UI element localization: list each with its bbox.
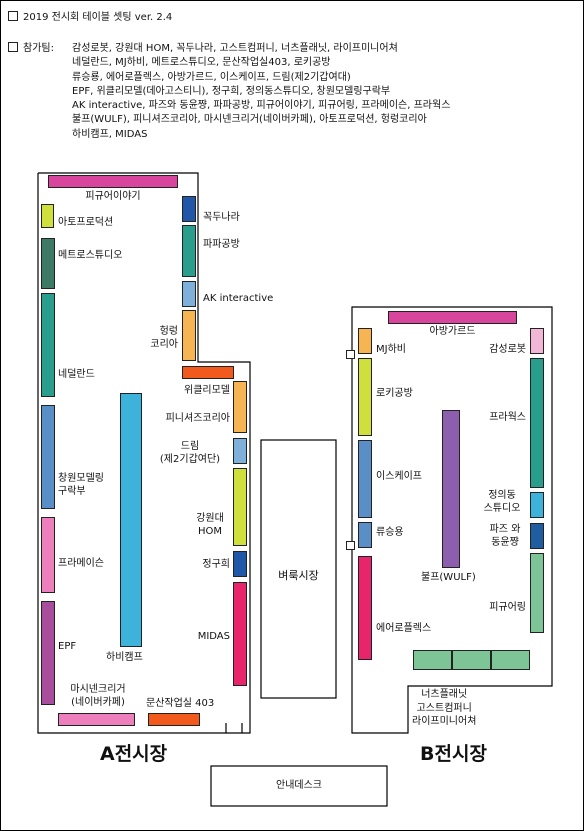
booth-gamsung xyxy=(530,328,544,354)
booth-label: 마시넨크리거 (네이버카페) xyxy=(70,684,126,708)
booth-pramason xyxy=(41,517,55,593)
checkbox-icon xyxy=(8,42,18,52)
booth-label: MIDAS xyxy=(197,631,230,642)
participants-header: 참가팀: xyxy=(8,42,54,56)
participants-list: 감성로봇, 강원대 HOM, 꼭두나라, 고스트컴퍼니, 너츠플래닛, 라이프미… xyxy=(72,42,577,142)
booth-ryu xyxy=(358,522,372,548)
hall-a-outline xyxy=(37,172,251,734)
booth-munsan xyxy=(148,713,200,726)
booth-praworks xyxy=(530,358,544,488)
booth-bottom-table-2 xyxy=(452,650,491,670)
participants-line: 하비캠프, MIDAS xyxy=(72,128,148,140)
booth-kangwon-hom xyxy=(233,468,247,546)
booth-figuring xyxy=(530,553,544,633)
booth-jeongui xyxy=(530,492,544,518)
booth-label: MJ하비 xyxy=(376,344,406,355)
title-row: 2019 전시회 테이블 셋팅 ver. 2.4 xyxy=(8,11,172,25)
booth-maschinen xyxy=(58,713,135,726)
booth-red-table xyxy=(182,366,234,379)
participants-line: 류승룡, 에어로플렉스, 아방가르드, 이스케이프, 드림(제2기갑여대) xyxy=(72,71,351,83)
booth-label: 피니셔즈코리아 xyxy=(165,413,230,424)
booth-label: 피규어이야기 xyxy=(85,191,141,202)
door-marker xyxy=(346,541,355,550)
page-title: 2019 전시회 테이블 셋팅 ver. 2.4 xyxy=(23,12,173,23)
participants-label: 참가팀: xyxy=(23,43,54,54)
booth-label: 문산작업실 403 xyxy=(146,698,215,709)
booth-kkokdu xyxy=(182,196,196,222)
booth-label: 강원대 HOM xyxy=(196,513,224,537)
booth-label: 네덜란드 xyxy=(58,369,95,380)
booth-label: 아토프로덕션 xyxy=(58,217,114,228)
booth-label: 불프(WULF) xyxy=(421,572,476,583)
booth-rocky xyxy=(358,358,372,436)
booth-weekly-model xyxy=(233,381,247,433)
participants-line: AK interactive, 파즈와 동윤쨩, 파파공방, 피규어이야기, 피… xyxy=(72,100,451,112)
booth-heongreong xyxy=(182,310,196,361)
booth-label: 헝렁 코리아 xyxy=(150,326,178,350)
booth-label: 아방가르드 xyxy=(429,326,476,337)
booth-bottom-table-3 xyxy=(491,650,530,670)
hall-b-outline xyxy=(351,306,553,734)
info-desk-outline xyxy=(210,765,388,807)
booth-label: 로키공방 xyxy=(376,388,413,399)
booth-label: 위클리모델 xyxy=(184,385,230,396)
booth-label: 창원모델링 구락부 xyxy=(58,473,104,497)
booth-hobby-camp xyxy=(120,393,142,647)
booth-bottom-table-1 xyxy=(413,650,452,670)
booth-atto-production xyxy=(41,204,54,228)
participants-line: EPF, 위클리모델(데아고스티니), 정구희, 정의동스튜디오, 창원모델링구… xyxy=(72,85,391,97)
booth-label: 피규어링 xyxy=(489,602,526,613)
booth-label: 프라웍스 xyxy=(489,412,526,423)
booth-label: 정의동 스튜디오 xyxy=(483,490,521,514)
booth-label: 꼭두나라 xyxy=(203,212,240,223)
booth-label: 프라메이슨 xyxy=(58,558,104,569)
booth-label: AK interactive xyxy=(203,293,274,304)
booth-label: 파즈 와 동윤쨩 xyxy=(489,524,521,548)
booth-wulf xyxy=(442,410,460,568)
checkbox-icon xyxy=(8,11,18,21)
booth-midas xyxy=(233,582,247,686)
door-marker xyxy=(346,350,355,359)
booth-label: 감성로봇 xyxy=(489,344,526,355)
booth-ak-interactive xyxy=(182,281,196,307)
hall-a-title: A전시장 xyxy=(100,743,168,765)
hall-b-title: B전시장 xyxy=(420,743,487,765)
booth-label: 정구희 xyxy=(202,559,230,570)
booth-jeongguhee xyxy=(233,551,247,577)
booth-label: 하비캠프 xyxy=(106,652,143,663)
booth-label: 이스케이프 xyxy=(376,471,422,482)
booth-mj-hobby xyxy=(358,328,372,354)
booth-papa-workshop xyxy=(182,225,196,277)
booth-epf xyxy=(41,601,55,705)
participants-line: 불프(WULF), 피니셔즈코리아, 마시넨크리거(네이버카페), 아토프로덕션… xyxy=(72,114,427,126)
participants-line: 네덜란드, MJ하비, 메트로스튜디오, 문산작업실403, 로키공방 xyxy=(72,57,331,69)
booth-avantgarde xyxy=(388,311,517,324)
booth-netherlands xyxy=(41,293,55,397)
info-desk-label: 안내데스크 xyxy=(276,780,322,791)
booth-figure-story xyxy=(48,175,178,188)
booth-dream xyxy=(233,438,247,464)
flea-market-outline xyxy=(260,439,337,699)
booth-label: 에어로플렉스 xyxy=(376,623,432,634)
booth-label: 메트로스튜디오 xyxy=(58,250,123,261)
booth-label: 드림 (제2기갑여단) xyxy=(159,441,221,465)
participants-line: 감성로봇, 강원대 HOM, 꼭두나라, 고스트컴퍼니, 너츠플래닛, 라이프미… xyxy=(72,43,398,54)
booth-metro-studio xyxy=(41,238,55,289)
booth-label: 류승용 xyxy=(376,527,404,538)
booth-label-bottom: 너츠플래닛 고스트컴퍼니 라이프미니어쳐 xyxy=(412,688,476,729)
booth-paz xyxy=(530,523,544,549)
flea-market-label: 벼룩시장 xyxy=(278,569,319,582)
booth-aeroplex xyxy=(358,556,372,660)
booth-label: EPF xyxy=(58,641,77,652)
booth-escape xyxy=(358,440,372,518)
booth-label: 너츠플래닛 고스트컴퍼니 라이프미니어쳐 xyxy=(412,689,477,727)
booth-label: 파파공방 xyxy=(203,239,240,250)
booth-changwon xyxy=(41,405,55,509)
